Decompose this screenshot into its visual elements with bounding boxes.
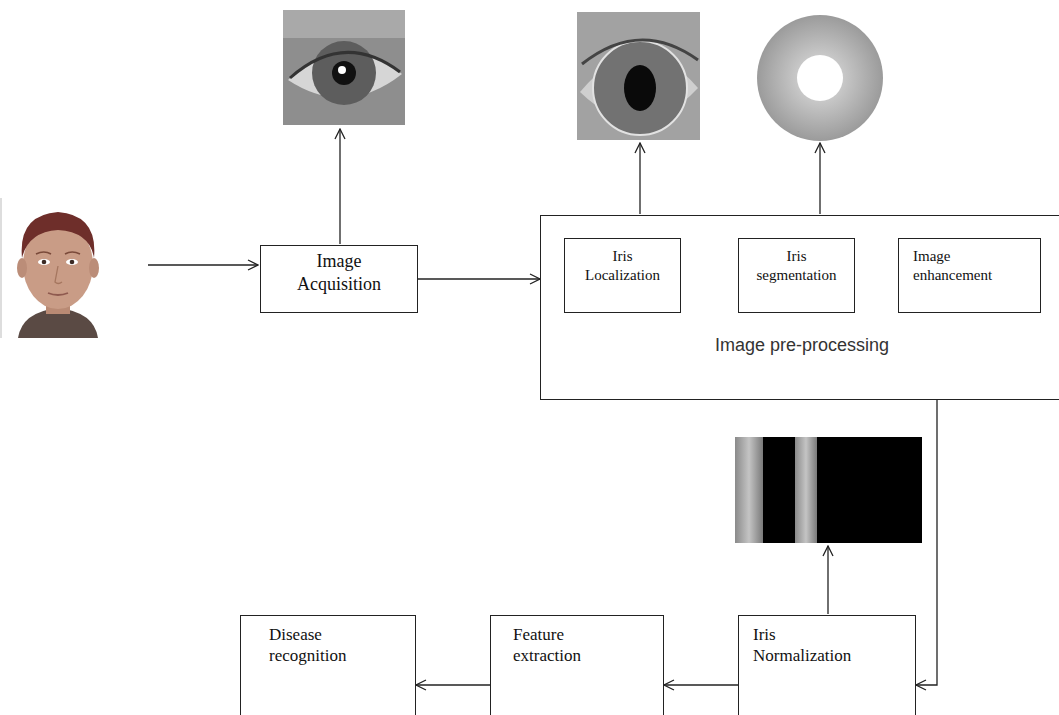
eyelid xyxy=(290,52,400,78)
flow-arrow xyxy=(418,278,540,279)
flow-arrow xyxy=(664,684,738,685)
group-heading: Image pre-processing xyxy=(541,334,1059,357)
box-label: Iris segmentation xyxy=(751,247,843,285)
iris xyxy=(42,260,47,265)
hair xyxy=(22,212,95,258)
photo-ground xyxy=(577,12,700,140)
pupil xyxy=(332,61,356,85)
pupil-hole xyxy=(797,55,843,101)
lashes xyxy=(582,40,698,64)
group-box: Image pre-processing Iris Localization Iri… xyxy=(540,215,1059,400)
eye xyxy=(66,259,78,265)
output-arrow xyxy=(819,143,820,214)
process-box: Feature extraction xyxy=(490,615,664,715)
strip-band xyxy=(735,437,763,543)
face-photo xyxy=(1,198,99,338)
brow-area xyxy=(283,10,405,38)
pupil xyxy=(624,65,656,111)
photo-edge xyxy=(1,198,2,338)
glint xyxy=(338,66,346,74)
iris xyxy=(593,41,687,135)
flow-arrow xyxy=(916,400,937,685)
strip-band xyxy=(795,437,817,543)
flow-arrow xyxy=(416,684,490,685)
step-box: Iris segmentation xyxy=(738,238,855,313)
box-label: Feature extraction xyxy=(513,624,608,667)
brows xyxy=(36,252,80,254)
output-arrow xyxy=(639,143,640,214)
output-arrow xyxy=(827,546,828,614)
mouth xyxy=(48,293,68,295)
iris-ring xyxy=(757,15,883,141)
iris xyxy=(70,260,75,265)
process-box: Image Acquisition xyxy=(260,245,418,313)
box-label: Image Acquisition xyxy=(283,250,395,295)
normalized-iris xyxy=(735,437,922,543)
input-arrow xyxy=(148,264,258,265)
ear xyxy=(89,258,99,278)
nose xyxy=(55,266,62,284)
process-box: Disease recognition xyxy=(240,615,416,715)
box-label: Image enhancement xyxy=(913,247,1013,285)
picture-arrows xyxy=(148,129,828,614)
output-arrow xyxy=(339,129,340,244)
ear xyxy=(17,258,27,278)
localized-eye-image xyxy=(577,12,700,140)
process-box: Iris Normalization xyxy=(738,615,916,715)
photo-ground xyxy=(283,10,405,125)
segmented-iris xyxy=(757,15,883,141)
eye xyxy=(38,259,50,265)
iris xyxy=(312,41,376,105)
step-box: Iris Localization xyxy=(564,238,681,313)
step-box: Image enhancement xyxy=(898,238,1041,313)
box-label: Disease recognition xyxy=(269,624,374,667)
eye-image xyxy=(283,10,405,125)
box-label: Iris Localization xyxy=(580,247,666,285)
strip-ground xyxy=(735,437,922,543)
box-label: Iris Normalization xyxy=(753,624,873,667)
